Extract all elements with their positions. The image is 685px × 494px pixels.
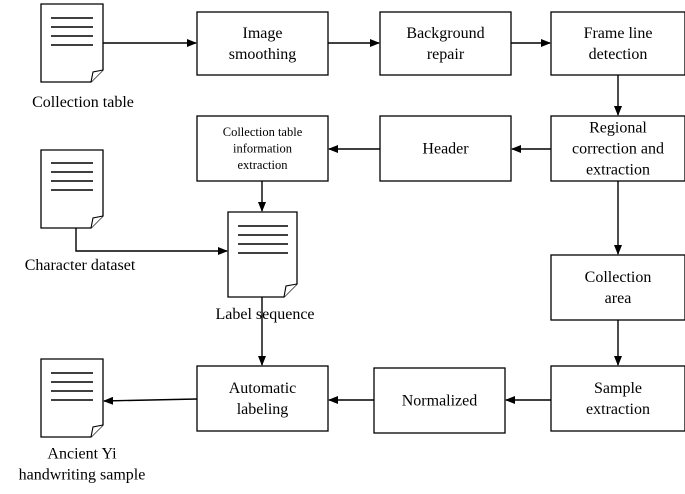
label-line: Frame line	[584, 24, 653, 41]
label-line: Collection table	[223, 125, 303, 139]
box-label: Collection table information extraction	[223, 125, 303, 172]
box-label: Normalized	[402, 392, 478, 409]
arrow-character-dataset-to-label-sequence	[75, 228, 228, 255]
box-frame-line-detection: Frame line detection	[550, 11, 685, 76]
box-label: Sample extraction	[586, 379, 650, 417]
label-line: handwriting sample	[19, 466, 146, 483]
box-header: Header	[379, 115, 512, 182]
document-label-ancient-yi-sample: Ancient Yi handwriting sample	[19, 445, 146, 483]
box-sample-extraction: Sample extraction	[550, 365, 685, 432]
box-collection-area: Collection area	[550, 254, 685, 321]
box-image-smoothing: Image smoothing	[196, 11, 329, 76]
label-line: smoothing	[229, 46, 297, 63]
label-line: Automatic	[229, 379, 297, 396]
document-label-character-dataset: Character dataset	[25, 257, 136, 274]
box-label: Header	[422, 140, 469, 157]
box-label: Background repair	[406, 24, 484, 62]
box-collection-table-info: Collection table information extraction	[196, 115, 329, 182]
label-line: Regional	[589, 119, 647, 136]
document-icon-collection-table	[40, 3, 104, 83]
label-line: repair	[427, 46, 465, 63]
box-background-repair: Background repair	[379, 11, 512, 76]
label-line: Label sequence	[215, 306, 314, 323]
document-icon-character-dataset	[40, 149, 104, 229]
label-line: extraction	[238, 158, 289, 172]
label-line: information	[233, 142, 293, 156]
box-label: Image smoothing	[229, 24, 297, 62]
label-line: Ancient Yi	[47, 445, 117, 462]
box-normalized: Normalized	[373, 367, 506, 434]
label-line: Sample	[594, 379, 642, 396]
label-line: Background	[406, 24, 484, 41]
label-line: Header	[422, 140, 469, 157]
document-label-collection-table: Collection table	[32, 94, 134, 111]
box-label: Collection area	[585, 268, 652, 306]
box-label: Automatic labeling	[229, 379, 297, 417]
label-line: Collection table	[32, 94, 134, 111]
label-line: Normalized	[402, 392, 478, 409]
box-label: Frame line detection	[584, 24, 653, 62]
label-line: Image	[243, 24, 283, 41]
label-line: extraction	[586, 401, 650, 418]
document-icon-ancient-yi-sample	[40, 358, 104, 438]
box-regional-correction: Regional correction and extraction	[550, 115, 685, 182]
document-icon-label-sequence	[227, 211, 298, 298]
label-line: labeling	[237, 401, 289, 418]
arrow-automatic-labeling-to-ancient-yi-sample	[103, 396, 198, 405]
label-line: Character dataset	[25, 257, 136, 274]
label-line: area	[605, 290, 632, 307]
label-line: extraction	[586, 161, 650, 178]
document-label-label-sequence: Label sequence	[215, 306, 314, 323]
label-line: detection	[589, 46, 648, 63]
box-label: Regional correction and extraction	[572, 119, 664, 178]
label-line: Collection	[585, 268, 652, 285]
label-line: correction and	[572, 140, 664, 157]
box-automatic-labeling: Automatic labeling	[196, 365, 329, 432]
